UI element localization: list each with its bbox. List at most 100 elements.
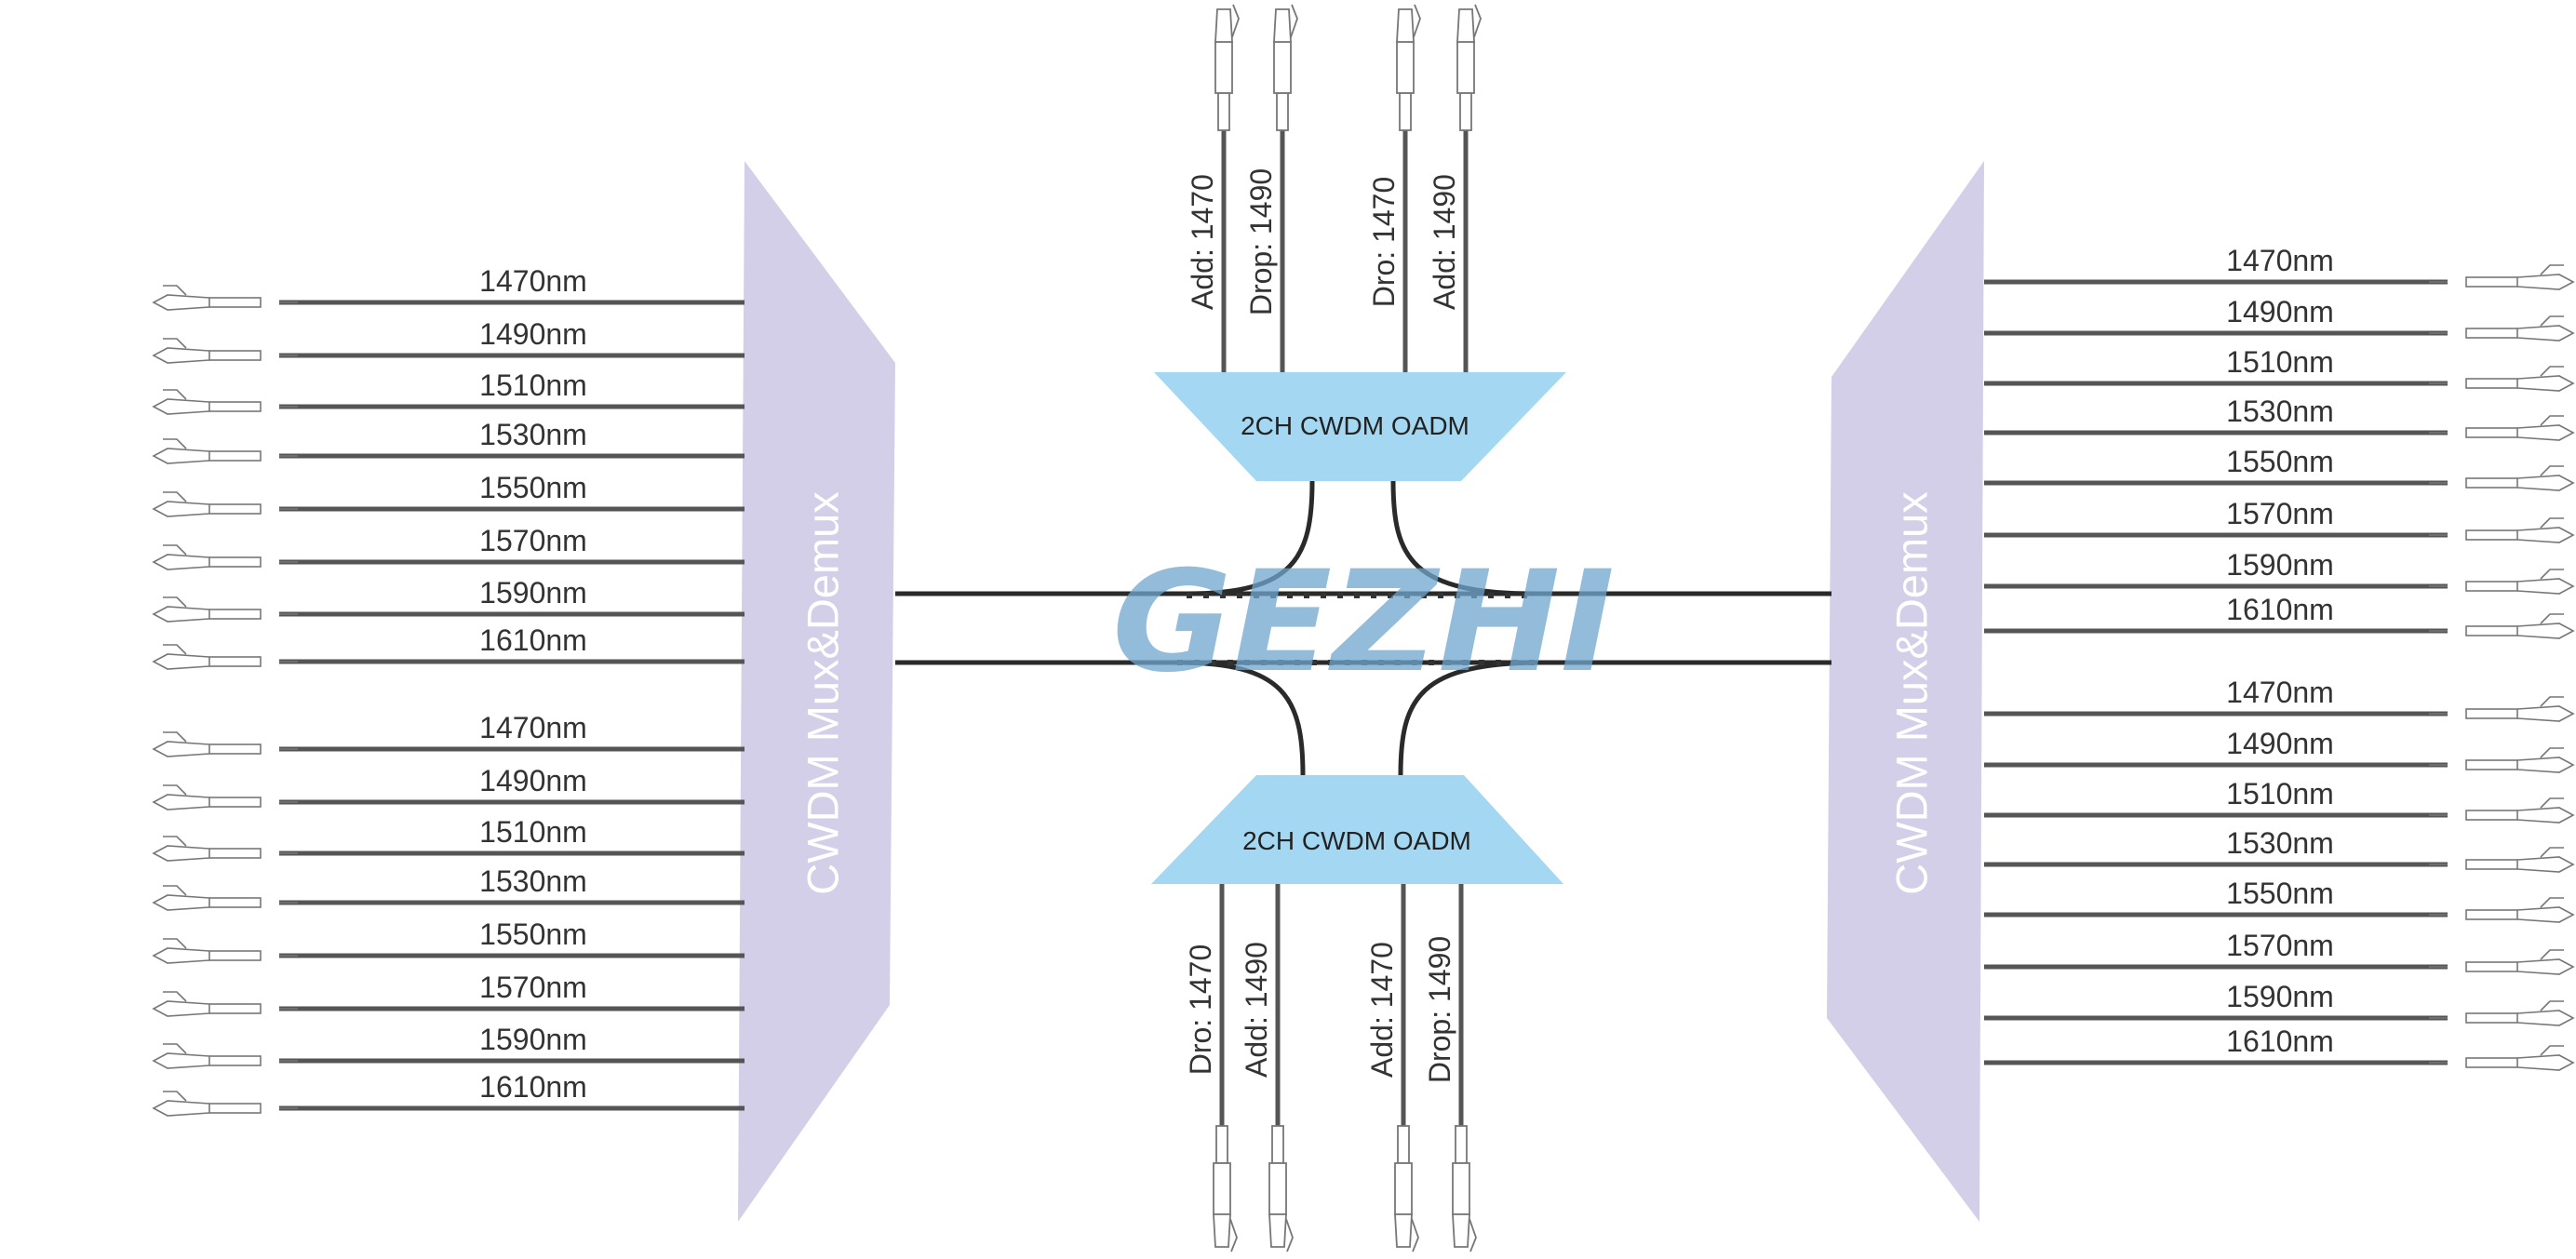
left-channel-label: 1590nm bbox=[479, 576, 587, 609]
left-channel-label: 1570nm bbox=[479, 524, 587, 557]
left-channel-row: 1510nm bbox=[152, 368, 745, 415]
right-lc-connector bbox=[2429, 415, 2575, 441]
right-channel-group: 1470nm1490nm1510nm1530nm1550nm1570nm1590… bbox=[1984, 244, 2575, 1071]
right-channel-row: 1610nm bbox=[1984, 1025, 2575, 1071]
left-lc-connector bbox=[152, 285, 298, 311]
right-channel-label: 1570nm bbox=[2226, 929, 2334, 962]
oadm-bottom-lc-connector bbox=[1213, 1125, 1238, 1252]
left-channel-row: 1530nm bbox=[152, 418, 745, 464]
left-lc-connector bbox=[152, 438, 298, 464]
mux-left-label: CWDM Mux&Demux bbox=[798, 491, 847, 894]
oadm-top-lc-connector bbox=[1214, 4, 1240, 131]
left-channel-row: 1570nm bbox=[152, 524, 745, 570]
left-lc-connector bbox=[152, 491, 298, 517]
left-lc-connector bbox=[152, 991, 298, 1017]
oadm-bottom-lc-connector bbox=[1268, 1125, 1294, 1252]
oadm-top-port: Drop: 1490 bbox=[1244, 4, 1298, 372]
oadm-top-lc-connector bbox=[1396, 4, 1421, 131]
oadm-bottom-port-label: Add: 1490 bbox=[1240, 942, 1273, 1078]
bottom-oadm-curve-right bbox=[1398, 660, 1546, 776]
right-channel-row: 1490nm bbox=[1984, 727, 2575, 773]
right-channel-label: 1530nm bbox=[2226, 395, 2334, 428]
right-channel-label: 1570nm bbox=[2226, 497, 2334, 530]
right-channel-label: 1530nm bbox=[2226, 826, 2334, 860]
right-channel-row: 1550nm bbox=[1984, 445, 2575, 491]
left-lc-connector bbox=[152, 644, 298, 670]
oadm-bottom-port-label: Drop: 1490 bbox=[1423, 936, 1456, 1083]
oadm-bottom-block bbox=[1151, 775, 1563, 884]
right-lc-connector bbox=[2429, 264, 2575, 290]
right-channel-row: 1510nm bbox=[1984, 345, 2575, 392]
oadm-top-port-label: Add: 1470 bbox=[1186, 174, 1219, 310]
right-channel-label: 1590nm bbox=[2226, 548, 2334, 582]
left-lc-connector bbox=[152, 731, 298, 757]
left-channel-label: 1550nm bbox=[479, 471, 587, 504]
right-channel-label: 1590nm bbox=[2226, 980, 2334, 1013]
oadm-bottom-port-label: Add: 1470 bbox=[1365, 942, 1399, 1078]
right-channel-label: 1490nm bbox=[2226, 295, 2334, 328]
right-channel-row: 1570nm bbox=[1984, 497, 2575, 543]
left-channel-row: 1550nm bbox=[152, 471, 745, 517]
left-channel-label: 1470nm bbox=[479, 264, 587, 298]
left-channel-row: 1490nm bbox=[152, 764, 745, 810]
right-channel-label: 1610nm bbox=[2226, 1025, 2334, 1058]
left-lc-connector bbox=[152, 938, 298, 964]
right-channel-row: 1550nm bbox=[1984, 877, 2575, 923]
oadm-top-label: 2CH CWDM OADM bbox=[1241, 411, 1469, 440]
oadm-top-block bbox=[1154, 372, 1566, 481]
watermark-logo: GEZHI bbox=[1112, 542, 1615, 703]
left-lc-connector bbox=[152, 338, 298, 364]
right-channel-row: 1570nm bbox=[1984, 929, 2575, 975]
trunk-fibers bbox=[895, 480, 1831, 776]
oadm-top-port-label: Drop: 1490 bbox=[1244, 168, 1278, 315]
left-lc-connector bbox=[152, 885, 298, 911]
left-channel-row: 1510nm bbox=[152, 815, 745, 862]
oadm-top-port-label: Dro: 1470 bbox=[1367, 177, 1401, 308]
oadm-bottom-port: Drop: 1490 bbox=[1423, 884, 1477, 1252]
left-lc-connector bbox=[152, 1043, 298, 1069]
right-channel-label: 1510nm bbox=[2226, 345, 2334, 379]
top-oadm-curve-right bbox=[1390, 480, 1536, 596]
left-channel-label: 1530nm bbox=[479, 418, 587, 451]
right-lc-connector bbox=[2429, 949, 2575, 975]
oadm-bottom-port: Add: 1470 bbox=[1365, 884, 1419, 1252]
left-lc-connector bbox=[152, 784, 298, 810]
left-channel-row: 1610nm bbox=[152, 623, 745, 670]
right-channel-label: 1610nm bbox=[2226, 593, 2334, 626]
left-channel-group: 1470nm1490nm1510nm1530nm1550nm1570nm1590… bbox=[152, 264, 745, 1117]
mux-left-label-group: CWDM Mux&Demux bbox=[798, 491, 847, 894]
oadm-top-port: Add: 1470 bbox=[1186, 4, 1240, 372]
right-channel-label: 1490nm bbox=[2226, 727, 2334, 760]
left-lc-connector bbox=[152, 389, 298, 415]
left-channel-label: 1590nm bbox=[479, 1023, 587, 1056]
left-channel-label: 1510nm bbox=[479, 368, 587, 402]
left-channel-label: 1610nm bbox=[479, 623, 587, 657]
mux-right-block bbox=[1827, 161, 1984, 1222]
left-channel-label: 1610nm bbox=[479, 1070, 587, 1104]
right-lc-connector bbox=[2429, 315, 2575, 342]
right-channel-row: 1470nm bbox=[1984, 676, 2575, 722]
right-lc-connector bbox=[2429, 897, 2575, 923]
left-channel-row: 1530nm bbox=[152, 864, 745, 911]
right-channel-row: 1510nm bbox=[1984, 777, 2575, 824]
oadm-top-port-label: Add: 1490 bbox=[1428, 174, 1461, 310]
oadm-bottom-lc-connector bbox=[1394, 1125, 1419, 1252]
right-lc-connector bbox=[2429, 1045, 2575, 1071]
right-channel-row: 1610nm bbox=[1984, 593, 2575, 639]
mux-left-block bbox=[738, 161, 895, 1222]
oadm-top-port-group: Add: 1470 Drop: 1490 Dro: 1470 Add: 1490 bbox=[1186, 4, 1482, 372]
oadm-top-lc-connector bbox=[1456, 4, 1482, 131]
right-channel-row: 1470nm bbox=[1984, 244, 2575, 290]
right-channel-row: 1490nm bbox=[1984, 295, 2575, 342]
right-lc-connector bbox=[2429, 797, 2575, 824]
left-channel-row: 1590nm bbox=[152, 1023, 745, 1069]
left-channel-label: 1550nm bbox=[479, 917, 587, 951]
oadm-bottom-label: 2CH CWDM OADM bbox=[1242, 826, 1471, 855]
right-lc-connector bbox=[2429, 465, 2575, 491]
right-lc-connector bbox=[2429, 847, 2575, 873]
left-channel-row: 1610nm bbox=[152, 1070, 745, 1117]
left-lc-connector bbox=[152, 836, 298, 862]
